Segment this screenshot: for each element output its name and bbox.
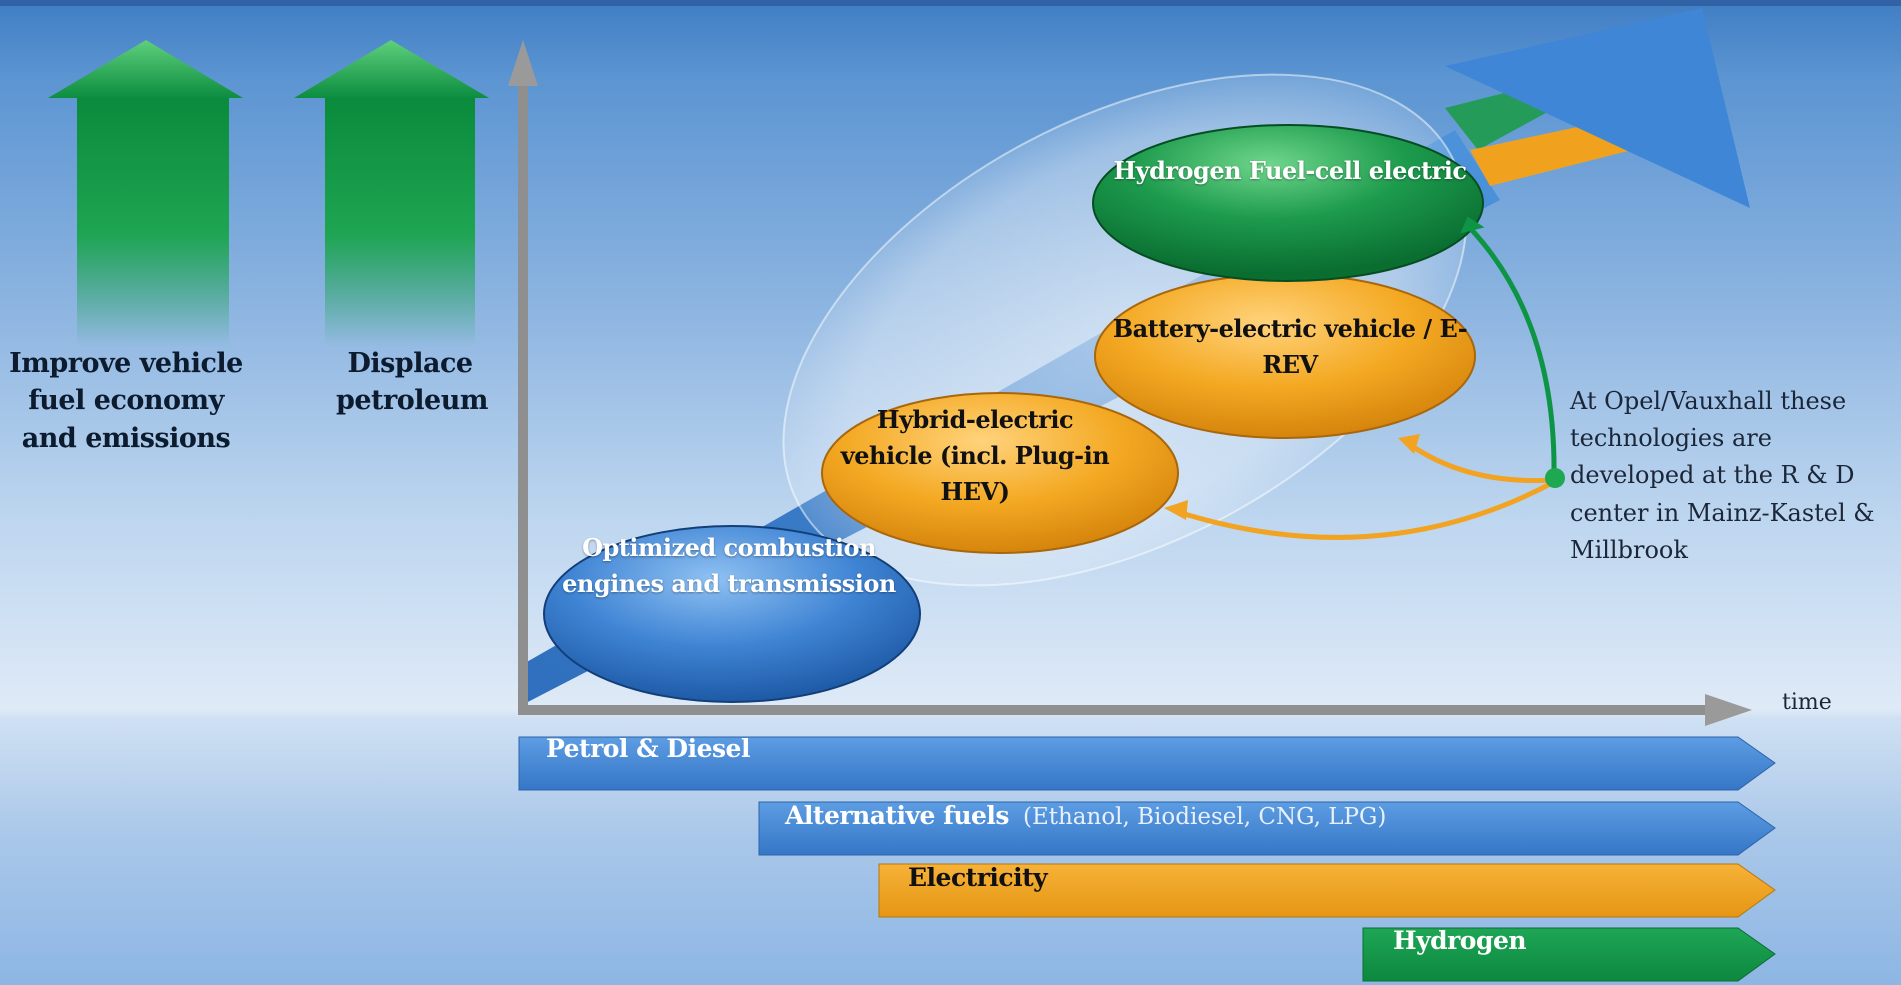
label-optimized-engines: Optimized combustion engines and transmi… (562, 533, 896, 598)
fuel-bar-alternative (758, 801, 1776, 856)
goal-label-displace: Displace petroleum (336, 348, 488, 417)
fuel-bar-petrol (518, 736, 1776, 791)
fuel-bar-hydrogen (1362, 927, 1776, 982)
ellipse-hybrid (821, 392, 1179, 554)
label-hybrid: Hybrid-electric vehicle (incl. Plug-in H… (840, 405, 1110, 506)
axis-label-time: time (1782, 690, 1832, 715)
chart-axes (508, 40, 1752, 726)
goal-arrow-fuel-economy (48, 40, 243, 346)
fuel-label-electricity: Electricity (908, 863, 1048, 892)
fuel-alternative-detail: (Ethanol, Biodiesel, CNG, LPG) (1022, 804, 1387, 830)
development-note: At Opel/Vauxhall these technologies are … (1570, 387, 1875, 564)
label-battery: Battery-electric vehicle / E-REV (1112, 314, 1468, 379)
fuel-alternative-label: Alternative fuels (785, 801, 1009, 830)
fuel-hydrogen-label: Hydrogen (1393, 926, 1527, 955)
goal-arrow-displace (294, 40, 489, 346)
fuel-label-hydrogen: Hydrogen (1393, 926, 1527, 955)
fuel-label-petrol: Petrol & Diesel (546, 734, 750, 763)
fuel-label-alternative: Alternative fuels (Ethanol, Biodiesel, CN… (785, 801, 1386, 830)
fuel-bar-electricity (878, 863, 1776, 918)
label-hydrogen-fuel-cell: Hydrogen Fuel-cell electric (1113, 156, 1467, 185)
goal-label-fuel-economy: Improve vehicle fuel economy and emissio… (9, 348, 243, 454)
top-band (0, 0, 1901, 6)
fuel-petrol-label: Petrol & Diesel (546, 734, 750, 763)
ellipse-hydrogen (1092, 124, 1484, 282)
connector-arrows (1164, 216, 1565, 540)
ellipse-optimized-engines (543, 525, 921, 703)
fuel-electricity-label: Electricity (908, 863, 1048, 892)
